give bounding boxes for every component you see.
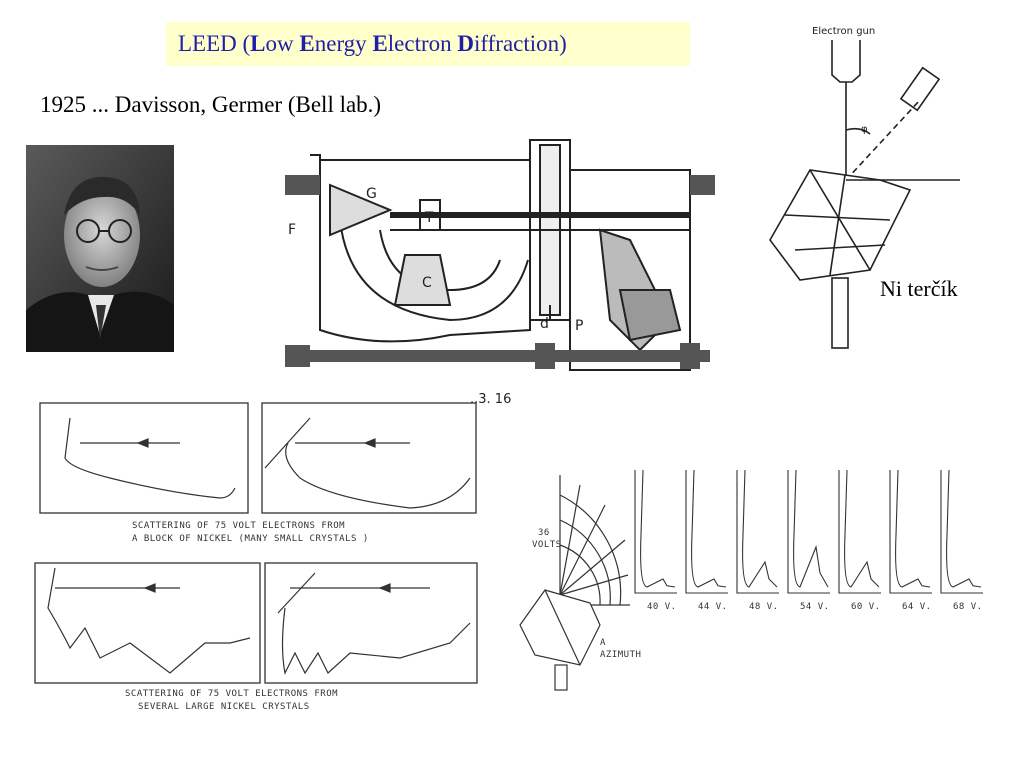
voltage-label: 54 V. xyxy=(800,602,830,612)
polar-caption-2a: SCATTERING OF 75 VOLT ELECTRONS FROM xyxy=(125,689,338,699)
voltage-label: 40 V. xyxy=(647,602,677,612)
apparatus-diagram: G F T C d P ..3. 16 xyxy=(285,139,715,407)
voltage-label: 48 V. xyxy=(749,602,779,612)
polar-panel-3 xyxy=(34,562,261,684)
azimuth-a: A xyxy=(600,638,606,648)
label-t: T xyxy=(424,210,434,226)
voltage-panel-axis xyxy=(889,470,932,594)
polar-panel-1 xyxy=(39,402,249,514)
polar-caption-1b: A BLOCK OF NICKEL (MANY SMALL CRYSTALS ) xyxy=(132,534,369,544)
voltage-panel-axis xyxy=(736,470,779,594)
voltage-panel-curve xyxy=(640,469,676,588)
volts-unit: VOLTS xyxy=(532,540,562,550)
voltage-series: 36 VOLTS A AZIMUTH 40 V. 44 V. 48 V. 54 V. 6… xyxy=(519,469,983,691)
history-line: 1925 ... Davisson, Germer (Bell lab.) xyxy=(40,92,382,117)
target-label: Ni terčík xyxy=(880,276,958,301)
azimuth-label: AZIMUTH xyxy=(600,650,641,660)
voltage-panel-axis xyxy=(940,470,983,594)
label-f: F xyxy=(288,222,296,238)
voltage-label: 68 V. xyxy=(953,602,983,612)
voltage-panel-curve xyxy=(742,469,778,588)
polar-panel-4 xyxy=(264,562,478,684)
portrait-photo xyxy=(26,145,174,352)
voltage-label: 60 V. xyxy=(851,602,881,612)
voltage-panel-axis xyxy=(634,470,677,594)
voltage-panel-curve xyxy=(895,469,931,588)
voltage-panel-curve xyxy=(946,469,982,588)
phi-label: φ xyxy=(861,124,868,135)
crystal-diagram: Electron gun φ xyxy=(769,26,960,349)
slide-title: LEED (Low Energy Electron Diffraction) xyxy=(166,22,690,66)
voltage-panel-curve xyxy=(691,469,727,588)
polar-plots: SCATTERING OF 75 VOLT ELECTRONS FROM A B… xyxy=(34,402,478,712)
gun-label: Electron gun xyxy=(812,26,875,37)
polar-caption-1a: SCATTERING OF 75 VOLT ELECTRONS FROM xyxy=(132,521,345,531)
polar-panel-2 xyxy=(261,402,477,514)
label-d: d xyxy=(540,316,549,332)
label-g: G xyxy=(366,186,377,202)
voltage-label: 64 V. xyxy=(902,602,932,612)
voltage-label: 44 V. xyxy=(698,602,728,612)
label-c: C xyxy=(422,275,432,291)
figure-caption: ..3. 16 xyxy=(470,392,511,407)
label-p: P xyxy=(575,318,583,334)
voltage-panel-axis xyxy=(685,470,728,594)
voltage-panel-axis xyxy=(787,470,830,594)
volts-number: 36 xyxy=(538,528,550,538)
voltage-panel-curve xyxy=(844,469,880,588)
voltage-panel-axis xyxy=(838,470,881,594)
polar-caption-2b: SEVERAL LARGE NICKEL CRYSTALS xyxy=(138,702,310,712)
voltage-panel-curve xyxy=(793,469,829,588)
